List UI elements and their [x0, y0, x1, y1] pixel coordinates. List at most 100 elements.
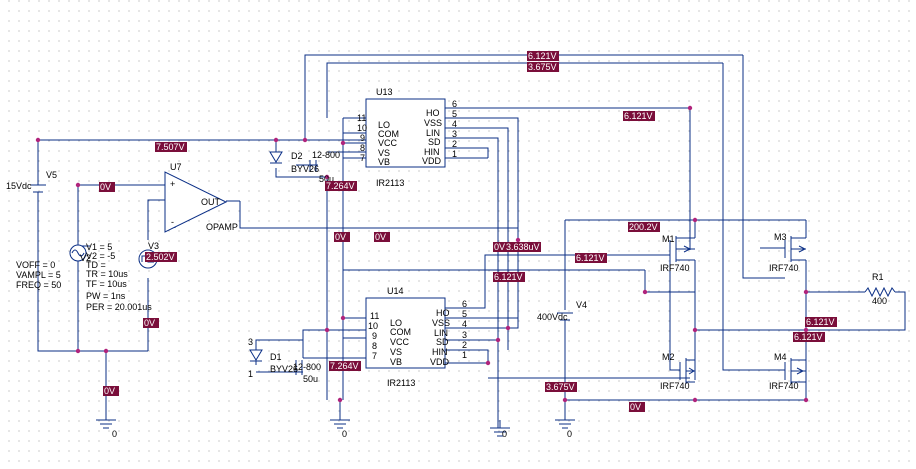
pin-number: 7: [372, 351, 377, 361]
wires: [37, 54, 906, 428]
voltage-tag-text: 0V: [335, 232, 346, 242]
pin-label: SD: [436, 337, 449, 347]
pin-number: 8: [372, 341, 377, 351]
m2-name: M2: [662, 352, 675, 362]
voltage-tag-text: 0V: [100, 182, 111, 192]
pin-number: 6: [462, 299, 467, 309]
m4-mosfet: [784, 358, 806, 384]
d2-diode: [269, 151, 283, 164]
pin-number: 3: [452, 129, 457, 139]
pin-label: VDD: [430, 357, 450, 367]
pin-label: SD: [428, 137, 441, 147]
capacitor-top: [309, 160, 317, 172]
voltage-tag: 0V: [143, 318, 159, 328]
voltage-tag-text: 2.502V: [146, 252, 175, 262]
u14-part: IR2113: [387, 378, 415, 388]
v3-param: PW = 1ns: [86, 291, 126, 301]
pin-number: 4: [462, 319, 467, 329]
pin-label: LIN: [434, 328, 448, 338]
pin-number: 6: [452, 99, 457, 109]
voltage-tag: 200.2V: [628, 222, 660, 232]
pin-number: 2: [462, 340, 467, 350]
pin-label: VSS: [424, 118, 442, 128]
m1-name: M1: [662, 234, 675, 244]
voltage-tag-text: 6.121V: [806, 317, 835, 327]
pin-number: 3: [462, 330, 467, 340]
m3-part: IRF740: [769, 263, 799, 273]
v3-param: V2 = -5: [86, 251, 115, 261]
cap-bottom-value: 50u: [303, 374, 318, 384]
voltage-tag: 6.121V: [805, 317, 837, 327]
ground-label: 0: [342, 429, 347, 439]
u7-name: U7: [170, 162, 182, 172]
v3-param: TD =: [86, 260, 106, 270]
v2-name: V2: [80, 253, 91, 263]
r1-resistor: [864, 286, 896, 298]
u14-right-pins: 6 HO 5 VSS 4 LIN 3 SD 2 HIN 1 VDD: [430, 299, 467, 367]
voltage-probe-tags: 7.507V 0V 2.502V 0V 0V 0V 7.264V 7.264V …: [99, 51, 837, 412]
pin-label: COM: [390, 327, 411, 337]
voltage-tag: 0V: [334, 232, 350, 242]
v3-name: V3: [148, 241, 159, 251]
pin-number: 5: [452, 109, 457, 119]
m4-part: IRF740: [769, 381, 799, 391]
u13-ir2113-chip: [365, 98, 446, 168]
ground-symbols: [96, 419, 575, 437]
capacitor-bottom: [295, 360, 303, 375]
cap-bottom-val2: 12-800: [293, 362, 321, 372]
voltage-tag-text: 7.507V: [156, 142, 185, 152]
d1-pin: 3: [248, 337, 253, 347]
v3-param: PER = 20.001us: [86, 302, 152, 312]
v2-param: VAMPL = 5: [16, 270, 61, 280]
pin-label: VB: [378, 157, 390, 167]
v4-name: V4: [576, 300, 587, 310]
voltage-tag-text: 3.675V: [546, 382, 575, 392]
pin-label: VSS: [432, 318, 450, 328]
u7-part: OPAMP: [206, 222, 238, 232]
pin-number: 8: [360, 143, 365, 153]
d2-part: BYV26: [291, 164, 319, 174]
pin-number: 9: [360, 133, 365, 143]
v4-battery: [557, 312, 573, 330]
u7-minus: -: [171, 217, 174, 227]
voltage-tag: 6.121V: [493, 272, 525, 282]
pin-label: LO: [390, 318, 402, 328]
ground-label: 0: [502, 429, 507, 439]
m2-part: IRF740: [660, 381, 690, 391]
r1-name: R1: [872, 272, 884, 282]
u14-name: U14: [387, 286, 404, 296]
v5-value: 15Vdc: [6, 181, 32, 191]
pin-label: HO: [436, 308, 450, 318]
voltage-tag: 6.121V: [793, 332, 825, 342]
u7-opamp: [164, 171, 228, 233]
pin-number: 10: [368, 321, 378, 331]
pin-number: 2: [452, 139, 457, 149]
voltage-tag-text: 6.121V: [794, 332, 823, 342]
pin-label: HIN: [432, 347, 448, 357]
pin-number: 4: [452, 119, 457, 129]
pin-number: 1: [452, 149, 457, 159]
voltage-tag-text: 3.675V: [528, 62, 557, 72]
pin-label: HIN: [424, 147, 440, 157]
v3-param: TR = 10us: [86, 269, 128, 279]
m3-name: M3: [774, 232, 787, 242]
v5-battery: [30, 184, 46, 200]
voltage-tag-text: 7.264V: [326, 181, 355, 191]
pin-number: 9: [372, 331, 377, 341]
voltage-tag: 0V: [99, 182, 115, 192]
v3-param: TF = 10us: [86, 279, 127, 289]
cap-top-val2: 12-800: [312, 150, 340, 160]
pin-number: 10: [357, 123, 367, 133]
pin-label: LIN: [426, 128, 440, 138]
m1-part: IRF740: [660, 263, 690, 273]
voltage-tag: 0V: [374, 232, 390, 242]
component-labels: V5 15Vdc V2 VOFF = 0 VAMPL = 5 FREQ = 50…: [6, 87, 887, 439]
voltage-tag-text: 0V: [630, 402, 641, 412]
d2-name: D2: [291, 151, 303, 161]
d1-pin2: 1: [248, 369, 253, 379]
v2-sine-source: [69, 244, 87, 262]
voltage-tag-text: 0V: [104, 386, 115, 396]
pin-label: COM: [378, 129, 399, 139]
v4-value: 400Vdc: [537, 312, 568, 322]
pin-label: VS: [378, 148, 390, 158]
